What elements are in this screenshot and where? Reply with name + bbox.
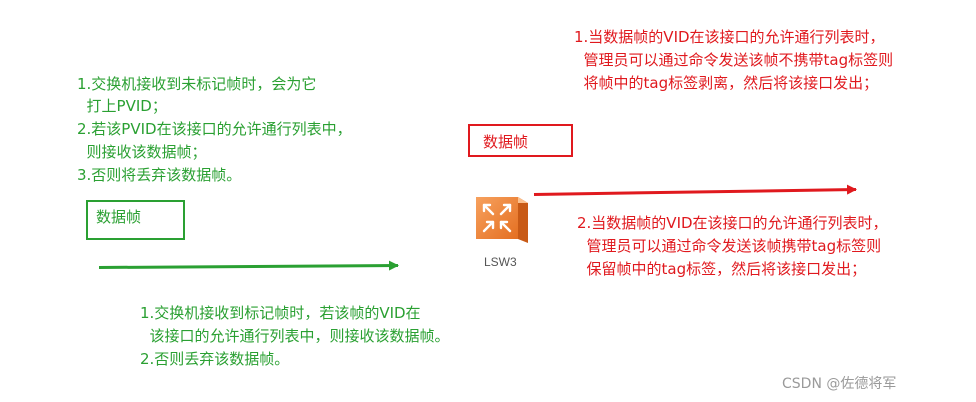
ingress-untagged-rule-line: 打上PVID；	[77, 97, 167, 115]
ingress-untagged-rule-line: 1.交换机接收到未标记帧时，会为它	[77, 75, 317, 93]
ingress-untagged-rule-line: 2.若该PVID在该接口的允许通行列表中，	[77, 120, 352, 138]
ingress-arrow	[98, 260, 399, 271]
switch-label: LSW3	[484, 255, 517, 269]
egress-arrow	[533, 184, 857, 196]
egress-tag-rule-line: 2.当数据帧的VID在该接口的允许通行列表时，	[577, 214, 888, 232]
switch-icon	[476, 197, 528, 243]
ingress-tagged-rule-line: 2.否则丢弃该数据帧。	[140, 350, 290, 368]
ingress-frame-label: 数据帧	[96, 208, 142, 226]
egress-tag-rule-line: 保留帧中的tag标签，然后将该接口发出；	[577, 260, 867, 278]
watermark: CSDN @佐德将军	[782, 376, 897, 392]
egress-untag-rule-line: 将帧中的tag标签剥离，然后将该接口发出；	[574, 74, 879, 92]
egress-untag-rule-line: 1.当数据帧的VID在该接口的允许通行列表时，	[574, 28, 885, 46]
egress-frame-box: 数据帧	[468, 124, 573, 157]
egress-tag-rule-line: 管理员可以通过命令发送该帧携带tag标签则	[577, 237, 882, 255]
egress-untag-rule-line: 管理员可以通过命令发送该帧不携带tag标签则	[574, 51, 894, 69]
ingress-untagged-rule-line: 则接收该数据帧；	[77, 143, 207, 161]
ingress-tagged-rule-line: 该接口的允许通行列表中，则接收该数据帧。	[140, 327, 450, 345]
ingress-untagged-rule-line: 3.否则将丢弃该数据帧。	[77, 166, 242, 184]
ingress-frame-box: 数据帧	[86, 200, 185, 240]
egress-frame-label: 数据帧	[483, 133, 529, 151]
ingress-tagged-rule-line: 1.交换机接收到标记帧时，若该帧的VID在	[140, 304, 421, 322]
